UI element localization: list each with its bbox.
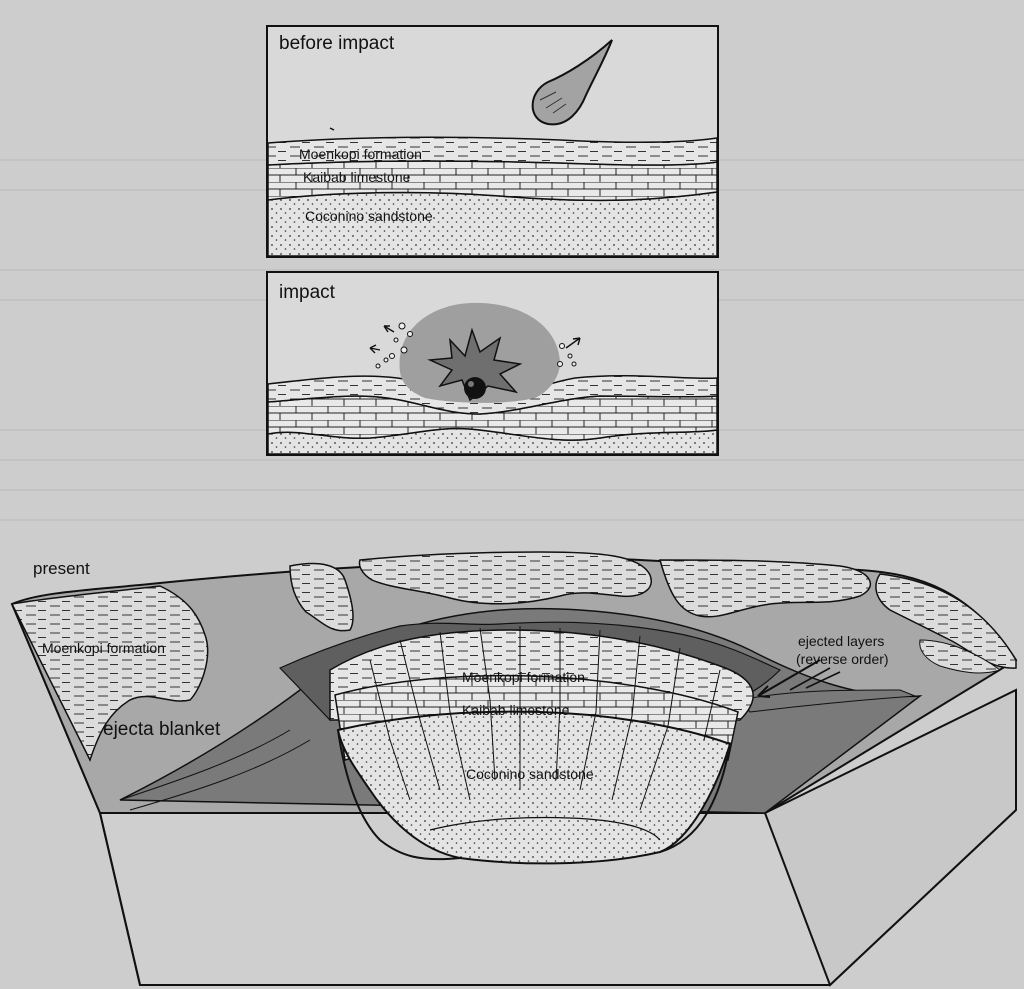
moenkopi-left-patch xyxy=(10,585,209,762)
before-impact-title: before impact xyxy=(279,33,395,54)
crater-moenkopi-label: Moenkopi formation xyxy=(462,669,585,685)
present-moenkopi-left-label: Moenkopi formation xyxy=(42,640,165,656)
ejecta-blanket-label: ejecta blanket xyxy=(103,719,221,740)
arrow-icon xyxy=(369,344,381,354)
before-moenkopi-label: Moenkopi formation xyxy=(299,146,422,162)
impact-panel xyxy=(266,271,719,456)
coconino-layer xyxy=(267,191,718,257)
ejected-layers-label-2: (reverse order) xyxy=(796,651,889,667)
crater-kaibab-label: Kaibab limestone xyxy=(462,702,570,718)
arrow-icon xyxy=(565,337,581,349)
moenkopi-layer xyxy=(267,136,718,166)
before-kaibab-label: Kaibab limestone xyxy=(303,169,411,185)
fracture-lines xyxy=(369,626,721,811)
present-title: present xyxy=(33,559,90,578)
ejected-layers-label-1: ejected layers xyxy=(798,633,885,649)
before-coconino-label: Coconino sandstone xyxy=(305,208,433,224)
arrow-icon xyxy=(805,671,841,689)
crater-coconino-label: Coconino sandstone xyxy=(466,766,594,782)
explosion-burst xyxy=(427,327,523,402)
arrow-icon xyxy=(757,659,821,697)
impact-title: impact xyxy=(279,282,335,303)
present-block xyxy=(10,551,1018,987)
debris-left xyxy=(375,322,413,369)
arrow-icon xyxy=(383,325,395,333)
meteor-icon xyxy=(531,39,613,126)
meteor-core xyxy=(464,377,486,399)
debris-right xyxy=(557,343,577,367)
arrow-icon xyxy=(789,667,831,691)
before-impact-panel xyxy=(266,25,719,258)
right-face xyxy=(763,688,1017,987)
